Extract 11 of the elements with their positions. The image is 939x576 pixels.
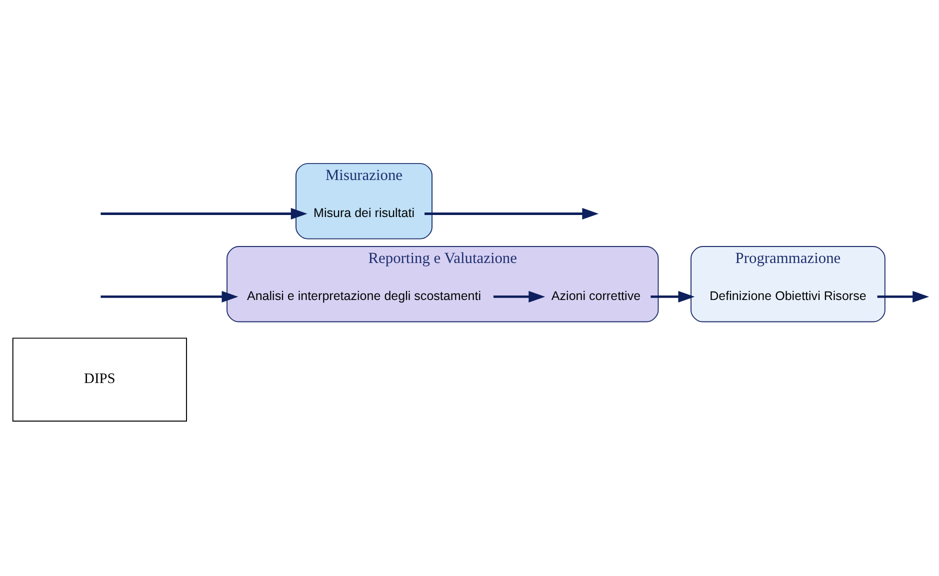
- node-text: Definizione Obiettivi Risorse: [710, 288, 866, 302]
- arrow: [100, 290, 238, 302]
- node-box: DIPS: [12, 337, 187, 422]
- node-text: Azioni correttive: [551, 288, 641, 302]
- arrow: [877, 290, 930, 302]
- arrow: [100, 207, 308, 219]
- arrow: [424, 207, 599, 219]
- node-text: Analisi e interpretazione degli scostamenti: [246, 288, 482, 302]
- arrow: [650, 290, 695, 302]
- arrow: [493, 290, 546, 302]
- node-text: Misura dei risultati: [314, 206, 414, 220]
